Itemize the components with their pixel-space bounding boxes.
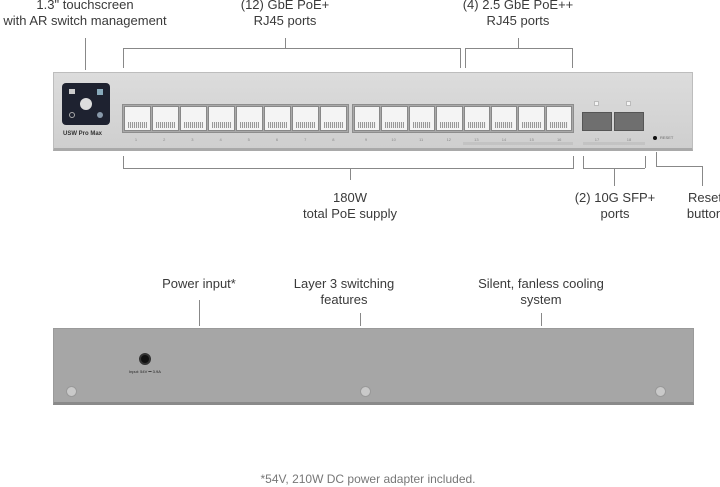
port-number: 10 bbox=[391, 137, 396, 142]
screw-icon bbox=[66, 386, 77, 397]
port-group-1 bbox=[122, 104, 349, 133]
mgbe-bar bbox=[463, 142, 573, 145]
port-number: 12 bbox=[446, 137, 452, 142]
rj45-port-11[interactable] bbox=[408, 106, 436, 131]
power-jack-label: Input: 54V ⎓ 3.9A bbox=[129, 369, 161, 374]
rj45-port-14[interactable] bbox=[490, 106, 518, 131]
model-label: USW Pro Max bbox=[63, 131, 103, 137]
sfp-callout: (2) 10G SFP+ports bbox=[574, 190, 656, 221]
gbe-ports-callout: (12) GbE PoE+RJ45 ports bbox=[240, 0, 330, 28]
port-group-2 bbox=[352, 104, 574, 133]
reset-label: RESET bbox=[660, 135, 674, 140]
back-panel bbox=[53, 328, 694, 405]
port-number: 7 bbox=[304, 137, 307, 142]
port-number: 16 bbox=[556, 137, 562, 142]
sfp-number: 18 bbox=[626, 137, 632, 142]
rj45-port-16[interactable] bbox=[545, 106, 572, 131]
rj45-port-13[interactable] bbox=[463, 106, 490, 131]
screw-icon bbox=[360, 386, 371, 397]
power-jack[interactable] bbox=[139, 353, 151, 365]
touchscreen[interactable] bbox=[62, 83, 110, 125]
rj45-port-4[interactable] bbox=[208, 106, 235, 131]
port-number: 14 bbox=[501, 137, 507, 142]
sfp-port-18[interactable] bbox=[614, 112, 644, 131]
sfp-led bbox=[626, 101, 631, 106]
port-number: 11 bbox=[419, 137, 424, 142]
rj45-port-12[interactable] bbox=[436, 106, 463, 131]
rj45-port-6[interactable] bbox=[264, 106, 291, 131]
port-number: 2 bbox=[163, 137, 166, 142]
rj45-port-8[interactable] bbox=[320, 106, 347, 131]
rj45-port-2[interactable] bbox=[152, 106, 179, 131]
rj45-port-9[interactable] bbox=[354, 106, 381, 131]
rj45-port-10[interactable] bbox=[381, 106, 408, 131]
mgbe-ports-callout: (4) 2.5 GbE PoE++RJ45 ports bbox=[462, 0, 574, 28]
footnote: *54V, 210W DC power adapter included. bbox=[260, 472, 476, 486]
port-number: 8 bbox=[332, 137, 335, 142]
screw-icon bbox=[655, 386, 666, 397]
rj45-port-7[interactable] bbox=[292, 106, 319, 131]
port-number: 6 bbox=[275, 137, 279, 142]
port-number: 1 bbox=[134, 137, 138, 142]
reset-button[interactable] bbox=[653, 136, 657, 140]
sfp-led bbox=[594, 101, 599, 106]
port-number: 13 bbox=[474, 137, 479, 142]
sfp-bar bbox=[583, 142, 645, 145]
port-number: 9 bbox=[364, 137, 368, 142]
port-number: 4 bbox=[219, 137, 222, 142]
rj45-port-1[interactable] bbox=[124, 106, 151, 131]
sfp-number: 17 bbox=[594, 137, 600, 142]
sfp-port-17[interactable] bbox=[582, 112, 612, 131]
rj45-port-15[interactable] bbox=[518, 106, 545, 131]
port-number: 15 bbox=[529, 137, 534, 142]
rj45-port-5[interactable] bbox=[236, 106, 263, 131]
port-number: 3 bbox=[191, 137, 194, 142]
rj45-port-3[interactable] bbox=[180, 106, 207, 131]
port-number: 5 bbox=[247, 137, 250, 142]
power-input-callout: Power input* bbox=[162, 276, 236, 291]
